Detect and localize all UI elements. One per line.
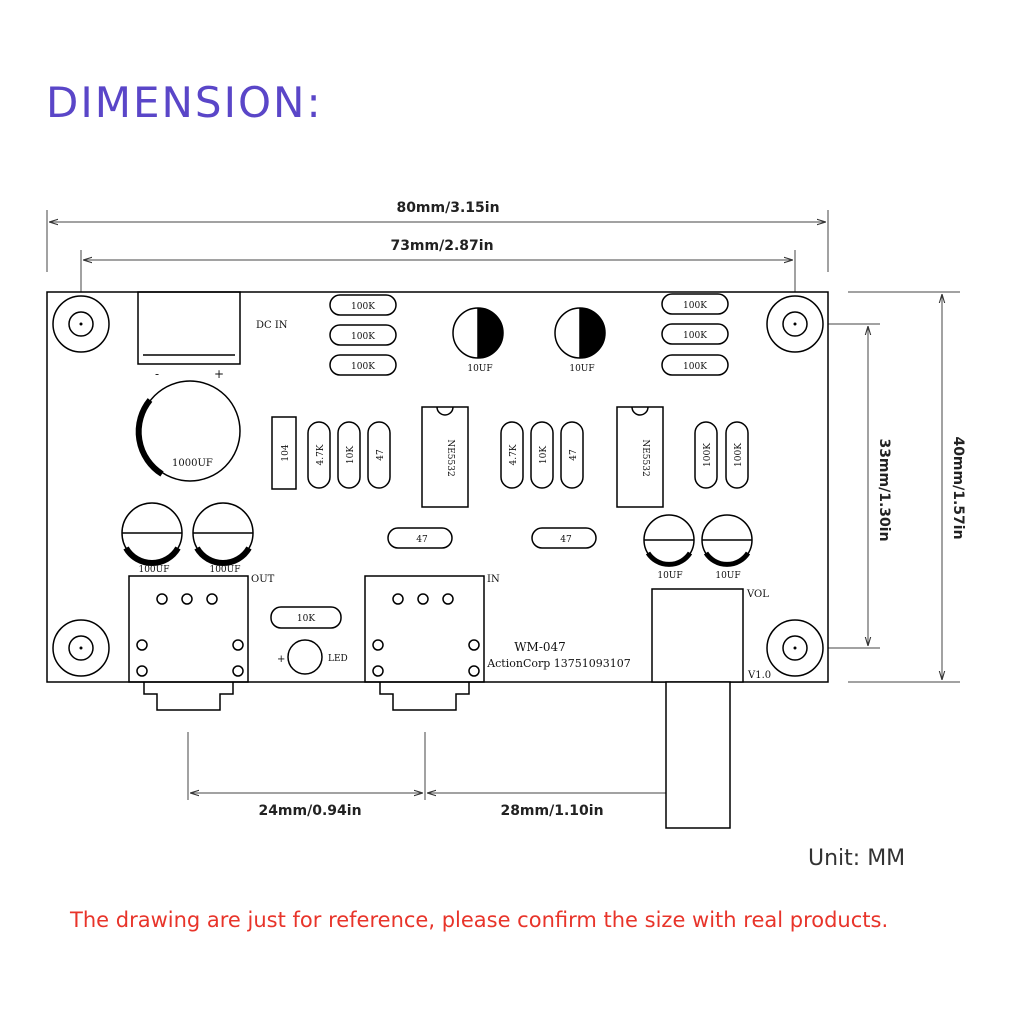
mounting-hole [52, 295, 110, 353]
mounting-hole [766, 295, 824, 353]
input-jack: IN [364, 574, 500, 711]
board-maker: ActionCorp 13751093107 [486, 657, 631, 670]
height-total-label: 40mm/1.57in [950, 436, 966, 539]
resistor-10k: 10K [270, 606, 342, 629]
resistor-10k: 10K [530, 421, 554, 489]
resistor-100k: 100K [725, 421, 749, 489]
ic-ne5532: NE5532 [421, 406, 469, 508]
dc-in-label: DC IN [256, 320, 288, 331]
svg-text:NE5532: NE5532 [445, 439, 455, 476]
jack-spacing-label: 24mm/0.94in [258, 803, 361, 819]
svg-text:100K: 100K [351, 332, 375, 342]
hole-spacing-h-label: 73mm/2.87in [390, 238, 493, 254]
capacitor-10uf: 10UF [452, 307, 504, 374]
svg-text:10K: 10K [346, 446, 356, 464]
svg-text:100K: 100K [351, 302, 375, 312]
input-label: IN [487, 574, 500, 585]
svg-text:100K: 100K [683, 301, 707, 311]
capacitor-104: 104 [271, 416, 297, 490]
jack-to-pot-label: 28mm/1.10in [500, 803, 603, 819]
hole-spacing-v-label: 33mm/1.30in [876, 438, 892, 541]
polarity-minus: - [155, 367, 159, 381]
main-capacitor: 1000UF [135, 380, 241, 482]
resistor-4k7: 4.7K [500, 421, 524, 489]
resistor-100k: 100K [329, 324, 397, 346]
capacitor-100uf: 100UF [121, 502, 183, 575]
resistor-4k7: 4.7K [307, 421, 331, 489]
resistor-47: 47 [531, 527, 597, 549]
resistor-10k: 10K [337, 421, 361, 489]
svg-text:47: 47 [416, 535, 428, 545]
svg-text:100K: 100K [683, 331, 707, 341]
svg-text:47: 47 [376, 449, 386, 461]
svg-text:10UF: 10UF [715, 571, 740, 581]
width-total-label: 80mm/3.15in [396, 200, 499, 216]
svg-text:+: + [277, 654, 285, 665]
svg-text:100K: 100K [703, 443, 713, 467]
unit-label: Unit: MM [808, 846, 906, 871]
capacitor-10uf: 10UF [701, 514, 753, 581]
resistor-47: 47 [387, 527, 453, 549]
svg-text:100UF: 100UF [209, 565, 240, 575]
svg-text:47: 47 [569, 449, 579, 461]
capacitor-10uf: 10UF [643, 514, 695, 581]
resistor-100k: 100K [661, 293, 729, 315]
svg-text:100K: 100K [351, 362, 375, 372]
resistor-100k: 100K [694, 421, 718, 489]
diagram-title: DIMENSION: [46, 78, 323, 127]
svg-text:104: 104 [281, 444, 291, 461]
mounting-hole [766, 619, 824, 677]
resistor-47: 47 [367, 421, 391, 489]
capacitor-10uf: 10UF [554, 307, 606, 374]
svg-text:4.7K: 4.7K [509, 444, 519, 465]
svg-text:100K: 100K [683, 362, 707, 372]
svg-text:4.7K: 4.7K [316, 444, 326, 465]
svg-text:47: 47 [560, 535, 572, 545]
version-label: V1.0 [747, 670, 771, 681]
main-capacitor-label: 1000UF [172, 458, 213, 469]
dimension-width-total: 80mm/3.15in [46, 200, 829, 272]
svg-text:NE5532: NE5532 [640, 439, 650, 476]
svg-text:100UF: 100UF [138, 565, 169, 575]
ic-ne5532: NE5532 [616, 406, 664, 508]
output-label: OUT [251, 574, 275, 585]
polarity-plus: + [214, 367, 224, 381]
disclaimer-text: The drawing are just for reference, plea… [70, 908, 889, 932]
dimension-jack-spacing: 24mm/0.94in [187, 732, 426, 819]
svg-text:10UF: 10UF [569, 364, 594, 374]
output-jack: OUT [128, 574, 275, 711]
dimension-jack-to-pot: 28mm/1.10in [428, 772, 698, 819]
vol-label: VOL [746, 589, 769, 600]
led-label: LED [328, 654, 348, 664]
volume-potentiometer: VOL V1.0 [651, 588, 771, 829]
svg-text:10K: 10K [297, 614, 315, 624]
mounting-hole [52, 619, 110, 677]
resistor-100k: 100K [329, 354, 397, 376]
svg-text:10UF: 10UF [467, 364, 492, 374]
svg-text:10UF: 10UF [657, 571, 682, 581]
svg-text:10K: 10K [539, 446, 549, 464]
svg-text:100K: 100K [734, 443, 744, 467]
board-model: WM-047 [514, 640, 566, 654]
resistor-100k: 100K [661, 323, 729, 345]
capacitor-100uf: 100UF [192, 502, 254, 575]
resistor-47: 47 [560, 421, 584, 489]
dc-in-jack: DC IN - + [137, 291, 288, 381]
resistor-100k: 100K [661, 354, 729, 376]
resistor-100k: 100K [329, 294, 397, 316]
dimension-height-total: 40mm/1.57in [848, 291, 966, 683]
led: + LED [277, 639, 348, 675]
